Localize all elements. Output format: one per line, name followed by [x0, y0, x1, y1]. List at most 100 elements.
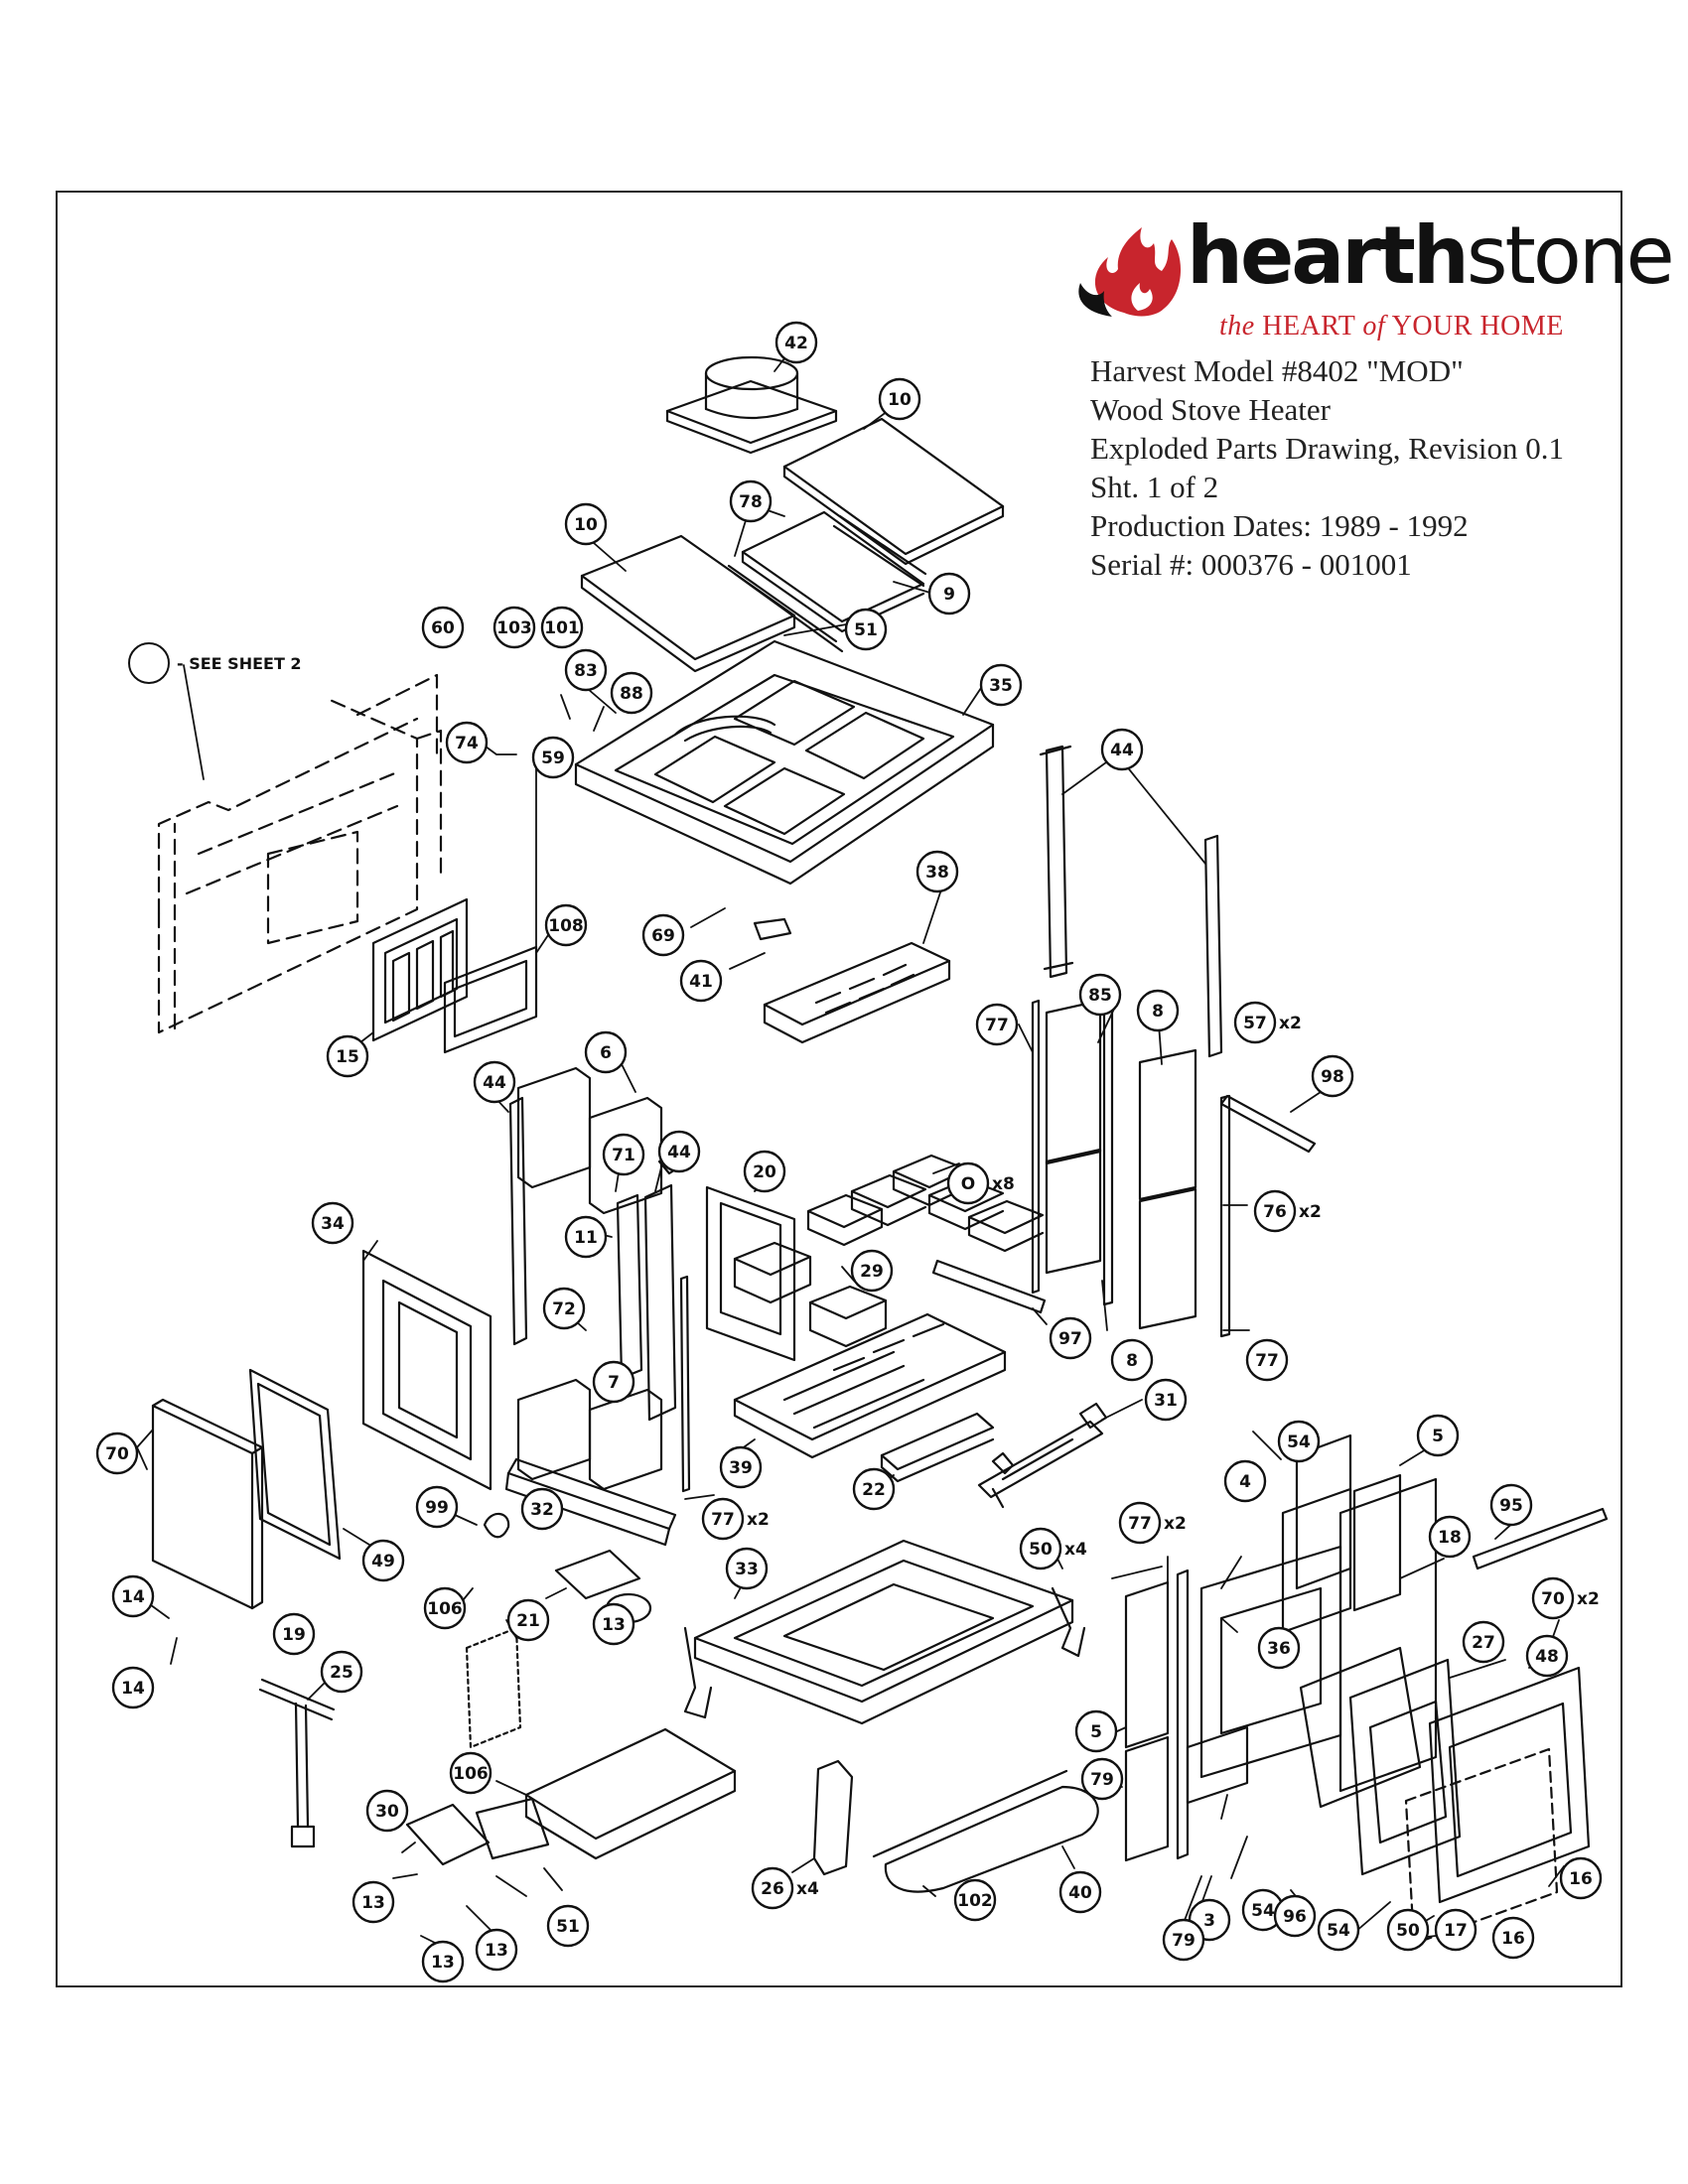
callout-circle — [564, 648, 608, 692]
callout-label: 88 — [620, 684, 643, 704]
flame-icon — [1078, 227, 1182, 317]
callout-95-51: 95 — [1489, 1483, 1533, 1527]
callout-69-17: 69 — [641, 913, 685, 957]
callout-circle — [719, 1445, 763, 1489]
stove-leg — [812, 1759, 854, 1876]
callout-label: 78 — [739, 492, 763, 512]
callout-5-68: 5 — [1074, 1709, 1118, 1753]
callout-44-27: 44 — [473, 1060, 516, 1104]
callout-circle — [1245, 1338, 1289, 1382]
callout-label: 32 — [530, 1500, 554, 1520]
callout-quantity: x2 — [1279, 1014, 1302, 1033]
callout-label: 10 — [574, 515, 598, 535]
callout-83-10: 83 — [564, 648, 608, 692]
callout-13-85: 13 — [421, 1940, 465, 1983]
callout-circle — [564, 502, 608, 546]
callout-label: 3 — [1203, 1911, 1215, 1931]
callout-circle — [1144, 1378, 1188, 1422]
callout-label: 79 — [1172, 1931, 1196, 1951]
callout-label: 69 — [651, 926, 675, 946]
serial-range: Serial #: 000376 - 001001 — [1090, 547, 1412, 582]
callout-circle — [1019, 1527, 1062, 1570]
brand-name-regular: stone — [1466, 209, 1675, 302]
callout-99-47: 99 — [415, 1485, 459, 1529]
callout-circle — [473, 1060, 516, 1104]
callout-label: 77 — [1128, 1514, 1152, 1534]
callout-quantity: x4 — [796, 1879, 819, 1899]
callout-label: 97 — [1058, 1329, 1082, 1349]
callout-label: 36 — [1267, 1639, 1291, 1659]
callout-label: 99 — [425, 1498, 449, 1518]
grate-bar — [931, 1259, 1047, 1314]
hearthstone-logo — [1078, 227, 1182, 317]
callout-circle — [725, 1547, 769, 1590]
callout-108-19: 108 — [544, 903, 588, 947]
callout-circle — [878, 377, 921, 421]
grate-plate — [733, 1312, 1007, 1459]
callout-label: 34 — [321, 1214, 345, 1234]
callout-13-67: 13 — [592, 1602, 635, 1646]
callout-circle — [1223, 1459, 1267, 1503]
callout-circle — [1058, 1870, 1102, 1914]
callout-circle — [326, 1034, 369, 1078]
callout-label: 14 — [121, 1587, 145, 1607]
callout-7-37: 7 — [592, 1360, 635, 1404]
callout-48-64: 48 — [1525, 1634, 1569, 1678]
drawing-title: Exploded Parts Drawing, Revision 0.1 — [1090, 431, 1565, 466]
callout-circle — [729, 479, 773, 523]
callout-96-80: 96 — [1273, 1894, 1317, 1938]
callout-circle — [546, 1904, 590, 1948]
callout-label: 77 — [1255, 1351, 1279, 1371]
firebrick-set — [733, 1154, 1045, 1348]
callout-circle — [1277, 1420, 1321, 1463]
callout-circle — [361, 1539, 405, 1582]
brand-tagline: the HEART of YOUR HOME — [1219, 311, 1564, 342]
callout-circle — [1233, 1001, 1277, 1044]
callout-circle — [592, 1602, 635, 1646]
brand-wordmark: hearthstone — [1187, 216, 1675, 296]
callout-54-48: 54 — [1277, 1420, 1321, 1463]
callout-50-82: 50 — [1386, 1908, 1430, 1952]
callout-10-2: 10 — [878, 377, 921, 421]
callout-79-87: 79 — [1162, 1918, 1205, 1962]
callout-20-31: 20 — [743, 1150, 786, 1193]
callout-19-62: 19 — [272, 1612, 316, 1656]
callout-circle — [540, 606, 584, 649]
callout-label: 13 — [361, 1893, 385, 1913]
tagline-word-of: of — [1362, 311, 1386, 341]
callout-quantity: x2 — [1577, 1589, 1600, 1609]
callout-label: 30 — [375, 1802, 399, 1822]
callout-circle — [852, 1467, 896, 1511]
callout-72-34: 72 — [542, 1287, 586, 1330]
callout-circle — [844, 608, 888, 651]
callout-4-50: 4 — [1223, 1459, 1267, 1503]
callout-circle — [1074, 1709, 1118, 1753]
callout-circle — [592, 1360, 635, 1404]
tagline-word-the: the — [1219, 311, 1255, 341]
baffle-plate — [753, 917, 951, 1044]
callout-label: 101 — [544, 618, 580, 638]
callout-label: 13 — [485, 1941, 508, 1961]
callout-circle — [1386, 1908, 1430, 1952]
callout-label: 19 — [282, 1625, 306, 1645]
callout-label: 40 — [1068, 1883, 1092, 1903]
leader-lines — [136, 344, 1565, 1947]
callout-97-38: 97 — [1049, 1316, 1092, 1360]
callout-98-26: 98 — [1311, 1054, 1354, 1098]
callout-35-14: 35 — [979, 663, 1023, 707]
model-title: Harvest Model #8402 "MOD" — [1090, 353, 1464, 388]
callout-circle — [1311, 1054, 1354, 1098]
brand-name-bold: hearth — [1187, 209, 1470, 302]
callout-circle — [1559, 1856, 1603, 1900]
callout-label: 106 — [427, 1599, 463, 1619]
drawing-info-block: Harvest Model #8402 "MOD" Wood Stove Hea… — [1090, 351, 1564, 584]
callout-25-66: 25 — [320, 1650, 363, 1694]
callout-label: 96 — [1283, 1907, 1307, 1927]
callout-quantity: x2 — [747, 1510, 770, 1530]
callout-label: 15 — [336, 1047, 359, 1067]
